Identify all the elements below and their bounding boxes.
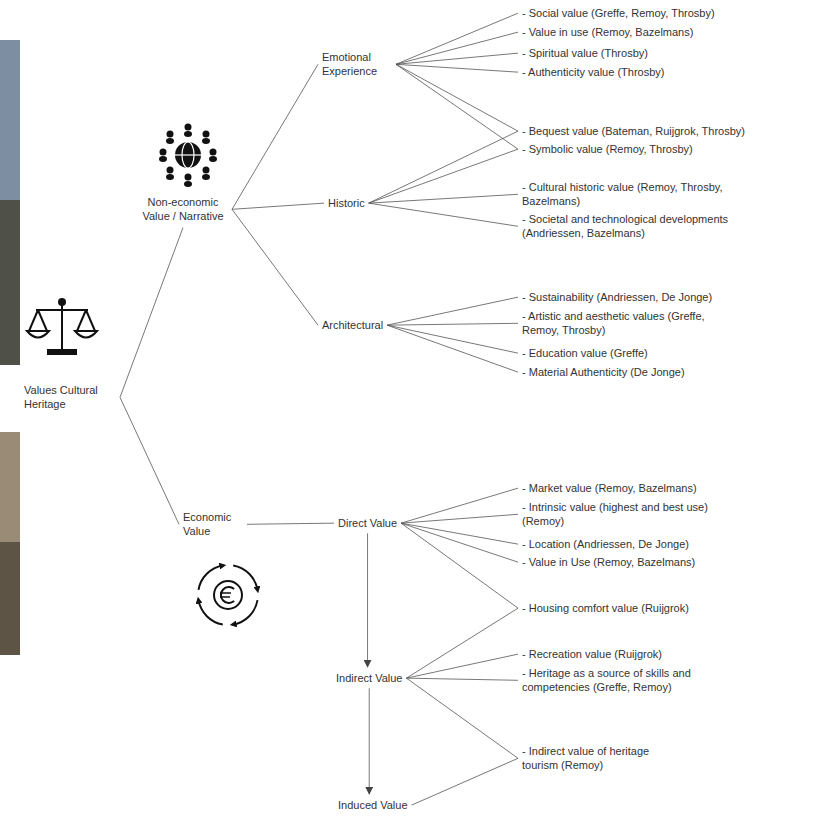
node-label: - Bequest value (Bateman, Ruijgrok, Thro…: [522, 124, 745, 138]
text-node: - Location (Andriessen, De Jonge): [522, 537, 689, 551]
connector-line: [396, 64, 518, 72]
node-label: - Recreation value (Ruijgrok): [522, 647, 662, 661]
connector-line: [369, 203, 518, 226]
node-label: - Heritage as a source of skills and com…: [522, 666, 742, 695]
connector-line: [406, 678, 518, 758]
connector-line: [247, 523, 334, 524]
community-globe-icon: [159, 124, 217, 188]
node-label: - Symbolic value (Remoy, Throsby): [522, 142, 693, 156]
connector-line: [387, 325, 518, 372]
text-node: - Market value (Remoy, Bazelmans): [522, 481, 697, 495]
node-label: - Housing comfort value (Ruijgrok): [522, 601, 689, 615]
node-label: - Societal and technological development…: [522, 212, 792, 241]
text-node: - Social value (Greffe, Remoy, Throsby): [522, 6, 715, 20]
text-node: Non-economic Value / Narrative: [138, 195, 228, 224]
connector-line: [406, 654, 518, 678]
connector-line: [401, 523, 518, 544]
connector-line: [396, 32, 518, 64]
connector-line: [369, 149, 518, 203]
text-node: - Value in use (Remoy, Bazelmans): [522, 25, 693, 39]
text-node: - Authenticity value (Throsby): [522, 65, 664, 79]
connector-line: [396, 53, 518, 64]
photo-strip: [0, 542, 20, 655]
node-label: - Authenticity value (Throsby): [522, 65, 664, 79]
connector-line: [406, 608, 518, 678]
node-label: Values Cultural Heritage: [24, 383, 116, 412]
node-label: - Artistic and aesthetic values (Greffe,…: [522, 309, 742, 338]
node-label: Induced Value: [338, 798, 408, 812]
connector-line: [401, 523, 518, 608]
connector-line: [367, 533, 368, 667]
connector-line: [369, 688, 370, 794]
node-label: - Cultural historic value (Remoy, Throsb…: [522, 180, 762, 209]
node-label: - Spiritual value (Throsby): [522, 46, 648, 60]
text-node: - Symbolic value (Remoy, Throsby): [522, 142, 693, 156]
text-node: - Recreation value (Ruijgrok): [522, 647, 662, 661]
connector-line: [232, 64, 318, 209]
text-node: Emotional Experience: [322, 50, 392, 79]
text-node: - Sustainability (Andriessen, De Jonge): [522, 290, 712, 304]
text-node: - Education value (Greffe): [522, 346, 648, 360]
node-label: - Education value (Greffe): [522, 346, 648, 360]
node-label: Non-economic Value / Narrative: [138, 195, 228, 224]
connector-line: [401, 514, 518, 523]
connector-line: [369, 194, 518, 203]
text-node: Historic: [328, 196, 365, 210]
node-label: - Indirect value of heritage tourism (Re…: [522, 744, 658, 773]
text-node: - Bequest value (Bateman, Ruijgrok, Thro…: [522, 124, 745, 138]
node-label: Indirect Value: [336, 671, 402, 685]
node-label: Direct Value: [338, 516, 397, 530]
text-node: - Material Authenticity (De Jonge): [522, 365, 685, 379]
text-node: Direct Value: [338, 516, 397, 530]
connector-line: [120, 397, 179, 524]
text-node: - Artistic and aesthetic values (Greffe,…: [522, 309, 742, 338]
connector-line: [401, 523, 518, 562]
euro-cycle-icon: [199, 566, 258, 625]
node-label: - Material Authenticity (De Jonge): [522, 365, 685, 379]
text-node: - Intrinsic value (highest and best use)…: [522, 500, 752, 529]
connector-line: [232, 209, 318, 325]
connector-line: [120, 228, 183, 398]
text-node: Induced Value: [338, 798, 408, 812]
node-label: - Market value (Remoy, Bazelmans): [522, 481, 697, 495]
text-node: Economic Value: [183, 510, 243, 539]
text-node: - Indirect value of heritage tourism (Re…: [522, 744, 658, 773]
node-label: - Social value (Greffe, Remoy, Throsby): [522, 6, 715, 20]
text-node: Indirect Value: [336, 671, 402, 685]
balance-icon: [27, 299, 97, 354]
text-node: Values Cultural Heritage: [24, 383, 116, 412]
connector-line: [387, 297, 518, 325]
node-label: Architectural: [322, 318, 383, 332]
connector-line: [396, 64, 518, 149]
connector-line: [401, 488, 518, 523]
photo-strip: [0, 432, 20, 542]
photo-strip: [0, 200, 20, 365]
connector-line: [396, 64, 518, 131]
node-label: Economic Value: [183, 510, 243, 539]
connector-line: [412, 758, 518, 805]
text-node: - Value in Use (Remoy, Bazelmans): [522, 555, 695, 569]
connector-line: [232, 203, 324, 209]
text-node: Architectural: [322, 318, 383, 332]
text-node: - Housing comfort value (Ruijgrok): [522, 601, 689, 615]
node-label: - Sustainability (Andriessen, De Jonge): [522, 290, 712, 304]
node-label: Emotional Experience: [322, 50, 392, 79]
connector-line: [396, 13, 518, 64]
connector-line: [369, 131, 518, 203]
node-label: - Intrinsic value (highest and best use)…: [522, 500, 752, 529]
text-node: - Heritage as a source of skills and com…: [522, 666, 742, 695]
node-label: - Location (Andriessen, De Jonge): [522, 537, 689, 551]
connector-line: [406, 678, 518, 680]
text-node: - Spiritual value (Throsby): [522, 46, 648, 60]
node-label: - Value in Use (Remoy, Bazelmans): [522, 555, 695, 569]
text-node: - Cultural historic value (Remoy, Throsb…: [522, 180, 762, 209]
connector-line: [387, 323, 518, 325]
text-node: - Societal and technological development…: [522, 212, 792, 241]
photo-strip: [0, 40, 20, 200]
node-label: - Value in use (Remoy, Bazelmans): [522, 25, 693, 39]
node-label: Historic: [328, 196, 365, 210]
